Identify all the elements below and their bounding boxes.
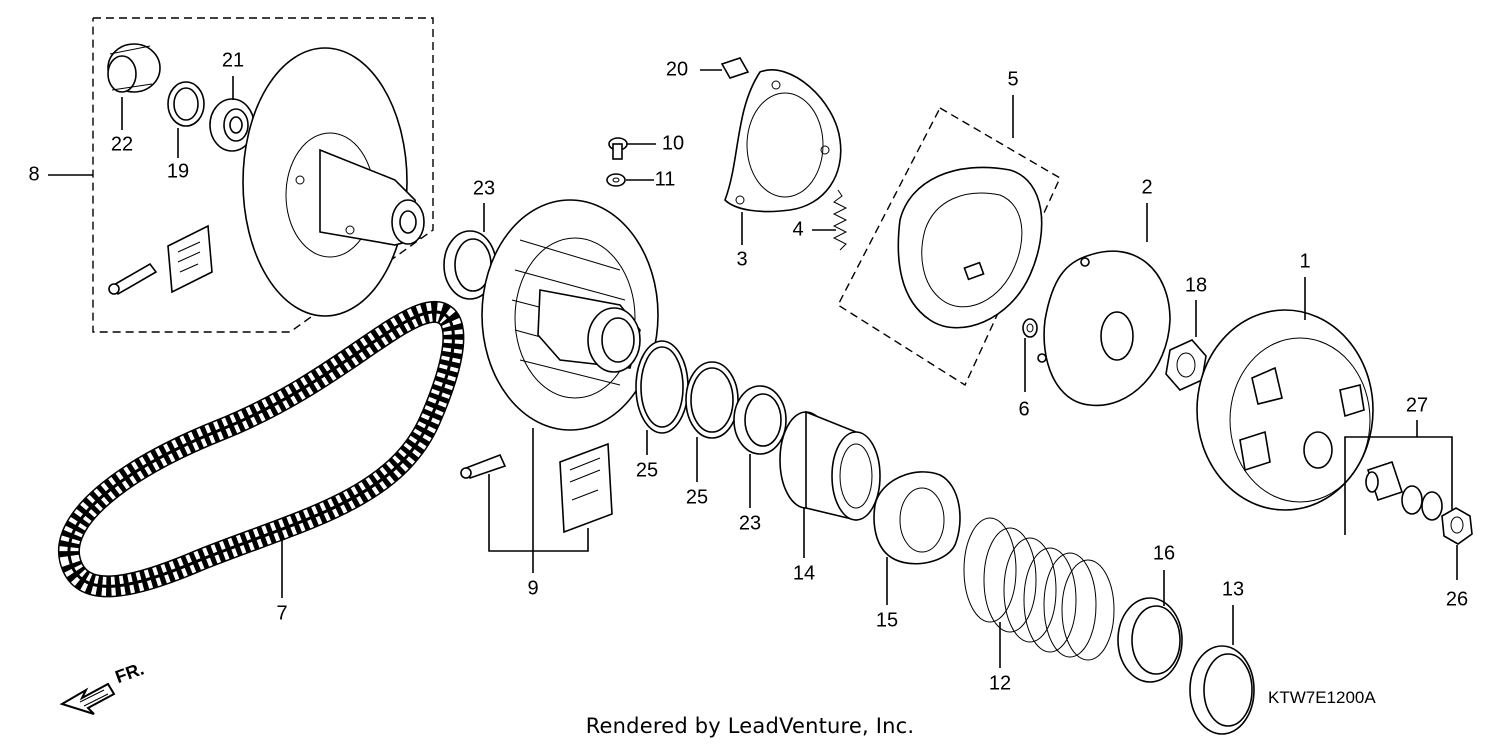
grease-tube-9 (460, 453, 507, 480)
oil-seal-23-upper (443, 230, 497, 300)
seat-16 (1117, 597, 1183, 683)
nut-26 (1441, 507, 1473, 545)
clutch-shoe-group-5 (837, 95, 1061, 387)
callout-22: 22 (111, 133, 133, 155)
drive-plate-2 (1037, 250, 1171, 407)
front-direction-label: FR. (113, 658, 147, 687)
ring-13 (1189, 645, 1255, 735)
callout-11: 11 (655, 168, 676, 190)
callout-14: 14 (793, 562, 815, 584)
callout-6: 6 (1018, 398, 1029, 420)
instruction-card (167, 224, 213, 294)
callout-5: 5 (1007, 68, 1018, 90)
callout-15: 15 (876, 609, 898, 631)
grease-tube (108, 262, 158, 296)
collar-14 (779, 410, 881, 522)
clip-20 (720, 57, 750, 79)
callout-23-upper: 23 (473, 177, 495, 199)
seal-collar-15 (873, 471, 961, 565)
callout-8: 8 (28, 163, 39, 185)
callout-12: 12 (989, 672, 1011, 694)
footer-credit: Rendered by LeadVenture, Inc. (585, 714, 915, 738)
instruction-card-9 (559, 442, 613, 534)
pin-27 (1365, 460, 1404, 502)
callout-20: 20 (666, 58, 688, 80)
pin-10 (608, 137, 628, 160)
o-ring-25-a (635, 340, 689, 434)
oil-seal-23-lower (733, 385, 787, 455)
bearing-21 (209, 98, 255, 152)
callout-1: 1 (1299, 250, 1310, 272)
callout-3: 3 (736, 248, 747, 270)
callout-16: 16 (1153, 542, 1175, 564)
o-ring-25-b (685, 361, 739, 439)
callout-27: 27 (1406, 394, 1428, 416)
o-rings-27 (1401, 485, 1443, 521)
washer-11 (606, 173, 626, 187)
callout-19: 19 (167, 160, 189, 182)
drive-belt-7 (57, 300, 465, 598)
callout-2: 2 (1141, 176, 1152, 198)
callout-4: 4 (792, 218, 803, 240)
circlip-19 (167, 81, 205, 127)
callout-7: 7 (276, 602, 287, 624)
callout-9: 9 (527, 577, 538, 599)
callout-18: 18 (1185, 274, 1207, 296)
assembly-8-group (48, 17, 434, 333)
driven-face (242, 47, 425, 317)
washer-6 (1022, 318, 1038, 338)
callout-labels: 1 2 3 4 5 6 7 8 9 10 11 12 13 14 15 16 1… (28, 49, 1468, 694)
clutch-outer-1 (1196, 309, 1374, 511)
needle-bearing-22 (107, 43, 161, 93)
diagram-code: KTW7E1200A (1268, 688, 1376, 707)
callout-13: 13 (1222, 578, 1244, 600)
movable-driven-face-9 (481, 199, 659, 431)
callout-25-a: 25 (636, 459, 658, 481)
callout-21: 21 (222, 49, 244, 71)
plate-3 (724, 69, 842, 213)
callout-25-b: 25 (686, 486, 708, 508)
callout-10: 10 (662, 132, 684, 154)
callout-26: 26 (1446, 588, 1468, 610)
spring-12 (963, 517, 1115, 661)
front-direction-arrow-icon: FR. (59, 658, 147, 715)
spring-4 (832, 189, 848, 251)
callout-23-lower: 23 (739, 512, 761, 534)
